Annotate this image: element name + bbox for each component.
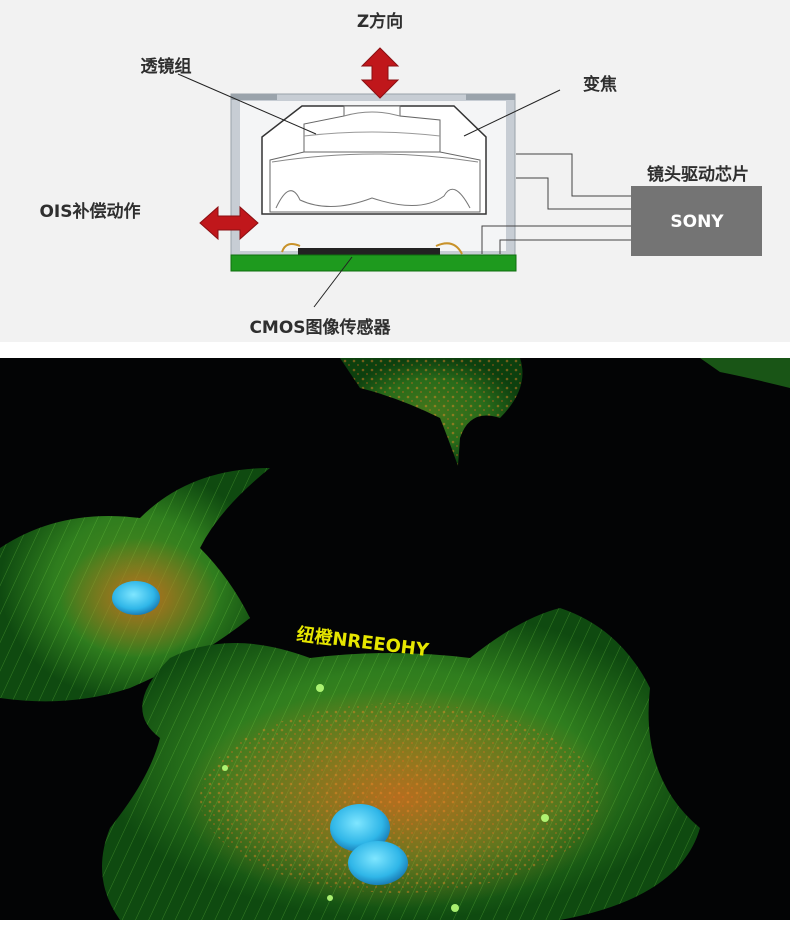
driver-chip (631, 186, 762, 256)
micrograph-svg: 纽橙NREEOHY (0, 358, 790, 920)
pcb-board (230, 254, 517, 272)
lens-lower (269, 151, 481, 213)
camera-module-diagram: SONY Z方向 透镜组 变焦 OIS补偿动作 镜头驱动芯片 CMOS图像传感器 (0, 0, 790, 342)
housing-cap-left (231, 94, 277, 100)
nucleus-center-lower (348, 841, 408, 885)
lens-group-label: 透镜组 (141, 56, 192, 77)
zoom-label: 变焦 (583, 74, 617, 95)
nucleus-center-upper (330, 804, 390, 852)
chip-brand-label: SONY (670, 212, 724, 232)
spring-left (281, 243, 301, 253)
housing-cap-right (466, 94, 515, 100)
cmos-label: CMOS图像传感器 (249, 317, 391, 338)
cmos-sensor (298, 248, 440, 256)
ois-arrow-icon (199, 205, 259, 241)
nucleus-left (112, 581, 160, 615)
ois-label: OIS补偿动作 (39, 201, 140, 222)
spring-right (435, 242, 463, 255)
z-direction-label: Z方向 (357, 11, 403, 32)
z-direction-arrow-icon (360, 47, 400, 99)
leader-lines (177, 73, 561, 308)
driver-chip-label: 镜头驱动芯片 (647, 164, 749, 185)
chip-wires (481, 153, 632, 254)
camera-module-svg: SONY Z方向 透镜组 变焦 OIS补偿动作 镜头驱动芯片 CMOS图像传感器 (39, 11, 762, 338)
fluorescence-micrograph: 纽橙NREEOHY (0, 358, 790, 920)
